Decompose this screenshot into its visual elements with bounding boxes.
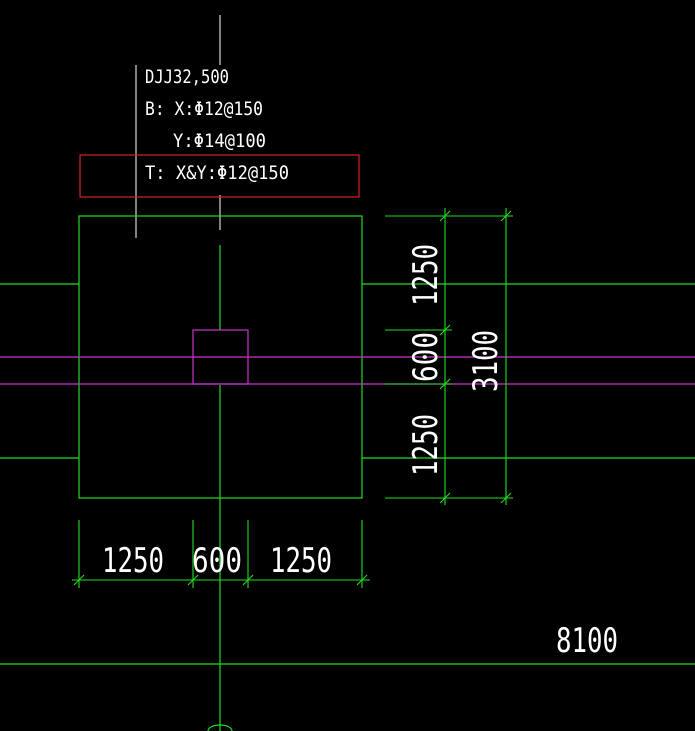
dim-h-tick-3 xyxy=(242,574,254,586)
annotation-line-2: B: X:Φ12@150 xyxy=(145,98,263,120)
dim-v-tick-6 xyxy=(500,492,512,504)
dim-v-label-3: 1250 xyxy=(406,414,446,476)
highlight-box[interactable] xyxy=(79,154,360,198)
dim-h-tick-2 xyxy=(187,574,199,586)
dim-h-label-3: 1250 xyxy=(270,541,332,581)
column-outline[interactable] xyxy=(192,329,249,385)
column-lines xyxy=(0,356,695,385)
dim-v-tick-4 xyxy=(439,492,451,504)
dim-h-tick-4 xyxy=(356,574,368,586)
footing-annotation: DJJ32,500 B: X:Φ12@150 Y:Φ14@100 T: X&Y:… xyxy=(145,66,289,184)
dim-v-total-label: 3100 xyxy=(466,330,506,392)
annotation-line-1: DJJ32,500 xyxy=(145,66,229,88)
dim-h-label-1: 1250 xyxy=(102,541,164,581)
vertical-dimension-labels: 1250 600 1250 3100 xyxy=(406,244,506,476)
dim-v-label-1: 1250 xyxy=(406,244,446,306)
axis-lines xyxy=(0,245,695,731)
dim-h-label-2: 600 xyxy=(192,541,242,581)
dim-v-tick-1 xyxy=(439,210,451,222)
dim-v-tick-5 xyxy=(500,210,512,222)
span-dimension-label: 8100 xyxy=(556,621,618,661)
axis-bubble-bottom xyxy=(207,724,233,731)
horizontal-dimension-chain xyxy=(72,520,370,588)
annotation-line-3: Y:Φ14@100 xyxy=(173,130,266,152)
vertical-dimension-chain xyxy=(385,208,513,505)
dim-v-label-2: 600 xyxy=(406,332,446,382)
dim-h-tick-1 xyxy=(73,574,85,586)
dim-v-tick-2 xyxy=(439,324,451,336)
annotation-line-4: T: X&Y:Φ12@150 xyxy=(145,162,289,184)
dim-v-tick-3 xyxy=(439,378,451,390)
horizontal-dimension-labels: 1250 600 1250 xyxy=(102,541,332,581)
